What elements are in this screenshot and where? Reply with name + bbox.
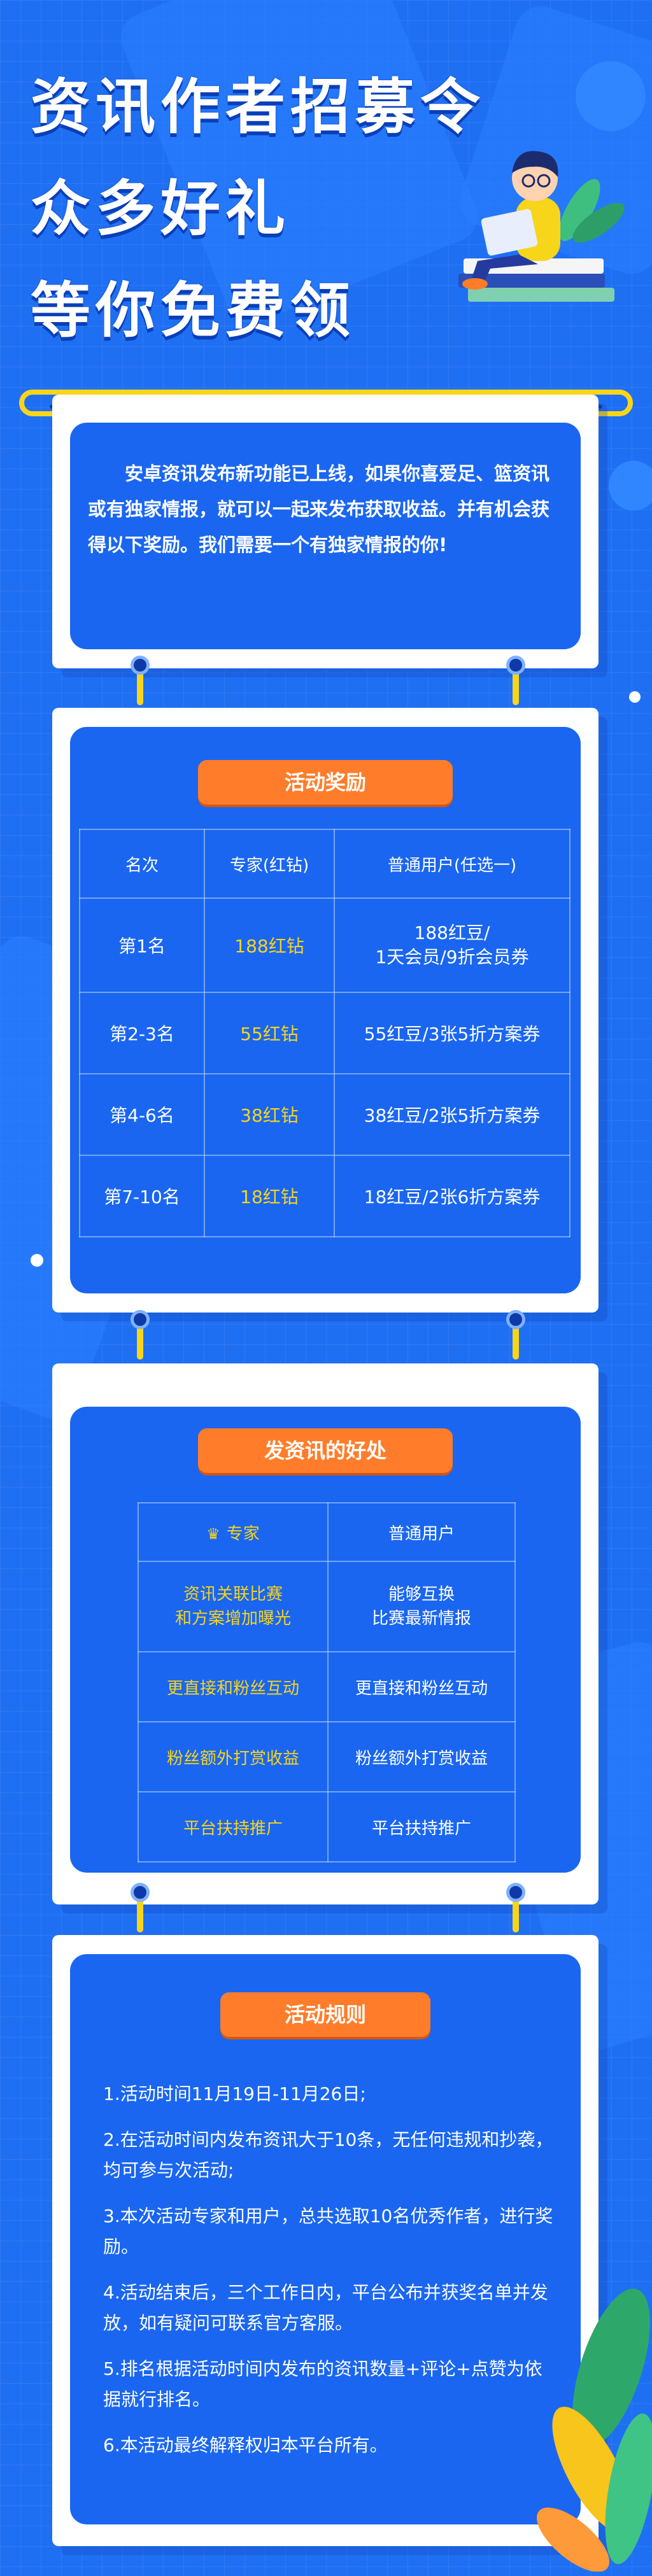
rules-title: 活动规则 — [220, 1992, 430, 2037]
table-row: 粉丝额外打赏收益 粉丝额外打赏收益 — [138, 1721, 516, 1792]
rule-item: 5.排名根据活动时间内发布的资讯数量+评论+点赞为依据就行排名。 — [103, 2358, 542, 2410]
expert-benefit-cell: 平台扶持推广 — [138, 1791, 329, 1862]
binder-ring — [131, 1883, 150, 1902]
column-header: 名次 — [79, 829, 205, 899]
binder-ring — [131, 656, 150, 675]
binder-ring-stem — [137, 1893, 143, 1932]
expert-benefit-cell: 更直接和粉丝互动 — [138, 1651, 329, 1722]
table-row: 第2-3名 55红钻 55红豆/3张5折方案券 — [79, 992, 570, 1074]
expert-header-label: 专家 — [226, 1524, 260, 1544]
table-row: 第1名 188红钻 188红豆/ 1天会员/9折会员券 — [79, 897, 570, 993]
column-header: 专家(红钻) — [204, 829, 335, 899]
benefits-title: 发资讯的好处 — [198, 1428, 453, 1473]
binder-ring-stem — [513, 1893, 519, 1932]
expert-benefit-cell: 粉丝额外打赏收益 — [138, 1721, 329, 1792]
rewards-table: 名次 专家(红钻) 普通用户(任选一) 第1名 188红钻 188红豆/ 1天会… — [79, 829, 570, 1237]
user-benefit-cell: 更直接和粉丝互动 — [327, 1651, 516, 1722]
rules-panel: 活动规则 1.活动时间11月19日-11月26日; 2.在活动时间内发布资讯大于… — [70, 1954, 581, 2524]
rule-item: 2.在活动时间内发布资讯大于10条，无任何违规和抄袭，均可参与次活动; — [103, 2129, 553, 2181]
user-benefit-cell: 粉丝额外打赏收益 — [327, 1721, 516, 1792]
hero-title-line-1: 资讯作者招募令 — [31, 73, 486, 142]
decor-circle — [609, 461, 652, 510]
table-row: 第7-10名 18红钻 18红豆/2张6折方案券 — [79, 1155, 570, 1237]
decor-dot — [629, 691, 641, 703]
rewards-table-header: 名次 专家(红钻) 普通用户(任选一) — [79, 829, 570, 899]
expert-reward-cell: 188红钻 — [204, 897, 335, 993]
binder-ring-stem — [137, 666, 143, 705]
rule-item: 4.活动结束后，三个工作日内，平台公布并获奖名单并发放，如有疑问可联系官方客服。 — [103, 2282, 548, 2333]
binder-ring-stem — [513, 666, 519, 705]
rules-list: 1.活动时间11月19日-11月26日; 2.在活动时间内发布资讯大于10条，无… — [103, 2079, 555, 2476]
binder-ring-stem — [137, 1320, 143, 1360]
table-row: 平台扶持推广 平台扶持推广 — [138, 1791, 516, 1862]
rule-item: 1.活动时间11月19日-11月26日; — [103, 2083, 366, 2104]
binder-ring — [506, 1883, 525, 1902]
table-row: 资讯关联比赛 和方案增加曝光 能够互换 比赛最新情报 — [138, 1561, 516, 1652]
user-reward-cell: 55红豆/3张5折方案券 — [334, 992, 570, 1074]
rank-cell: 第7-10名 — [79, 1155, 205, 1237]
rank-cell: 第2-3名 — [79, 992, 205, 1074]
binder-ring — [506, 656, 525, 675]
column-header: ♛ 专家 — [138, 1502, 329, 1562]
expert-reward-cell: 55红钻 — [204, 992, 335, 1074]
user-benefit-cell: 平台扶持推广 — [327, 1791, 516, 1862]
plant-decoration — [537, 2288, 652, 2572]
rank-cell: 第4-6名 — [79, 1073, 205, 1156]
user-badge-icon: ♛ — [206, 1524, 220, 1543]
reading-person-illustration — [458, 151, 625, 302]
benefits-table: ♛ 专家 普通用户 资讯关联比赛 和方案增加曝光 能够互换 比赛最新情报 更直接和… — [138, 1502, 516, 1862]
decor-dot — [31, 1254, 43, 1267]
expert-reward-cell: 18红钻 — [204, 1155, 335, 1237]
rewards-panel: 活动奖励 名次 专家(红钻) 普通用户(任选一) 第1名 188红钻 188红豆… — [70, 727, 581, 1293]
hero-title-line-2: 众多好礼 — [31, 174, 291, 244]
table-row: 更直接和粉丝互动 更直接和粉丝互动 — [138, 1651, 516, 1722]
user-reward-cell: 18红豆/2张6折方案券 — [334, 1155, 570, 1237]
benefits-card: 发资讯的好处 ♛ 专家 普通用户 资讯关联比赛 和方案增加曝光 能够互换 比赛最新… — [52, 1363, 599, 1904]
rewards-card: 活动奖励 名次 专家(红钻) 普通用户(任选一) 第1名 188红钻 188红豆… — [52, 708, 599, 1313]
intro-panel: 安卓资讯发布新功能已上线，如果你喜爱足、篮资讯或有独家情报，就可以一起来发布获取… — [70, 423, 581, 649]
column-header: 普通用户 — [327, 1502, 516, 1562]
hero-title-line-3: 等你免费领 — [31, 276, 356, 346]
benefits-table-header: ♛ 专家 普通用户 — [138, 1502, 516, 1562]
rank-cell: 第1名 — [79, 897, 205, 993]
intro-text: 安卓资讯发布新功能已上线，如果你喜爱足、篮资讯或有独家情报，就可以一起来发布获取… — [88, 463, 550, 556]
binder-ring — [131, 1310, 150, 1329]
user-reward-cell: 188红豆/ 1天会员/9折会员券 — [334, 897, 570, 993]
rules-card: 活动规则 1.活动时间11月19日-11月26日; 2.在活动时间内发布资讯大于… — [52, 1935, 599, 2546]
table-row: 第4-6名 38红钻 38红豆/2张5折方案券 — [79, 1073, 570, 1156]
decor-circle — [576, 61, 646, 131]
user-benefit-cell: 能够互换 比赛最新情报 — [327, 1561, 516, 1652]
binder-ring — [506, 1310, 525, 1329]
rule-item: 6.本活动最终解释权归本平台所有。 — [103, 2435, 388, 2456]
rule-item: 3.本次活动专家和用户，总共选取10名优秀作者，进行奖励。 — [103, 2206, 553, 2257]
hero-header: 资讯作者招募令 众多好礼 等你免费领 — [0, 0, 652, 382]
rewards-title: 活动奖励 — [198, 760, 453, 805]
intro-card: 安卓资讯发布新功能已上线，如果你喜爱足、篮资讯或有独家情报，就可以一起来发布获取… — [52, 395, 599, 668]
expert-reward-cell: 38红钻 — [204, 1073, 335, 1156]
expert-benefit-cell: 资讯关联比赛 和方案增加曝光 — [138, 1561, 329, 1652]
column-header: 普通用户(任选一) — [334, 829, 570, 899]
benefits-panel: 发资讯的好处 ♛ 专家 普通用户 资讯关联比赛 和方案增加曝光 能够互换 比赛最新… — [70, 1407, 581, 1873]
user-reward-cell: 38红豆/2张5折方案券 — [334, 1073, 570, 1156]
binder-ring-stem — [513, 1320, 519, 1360]
